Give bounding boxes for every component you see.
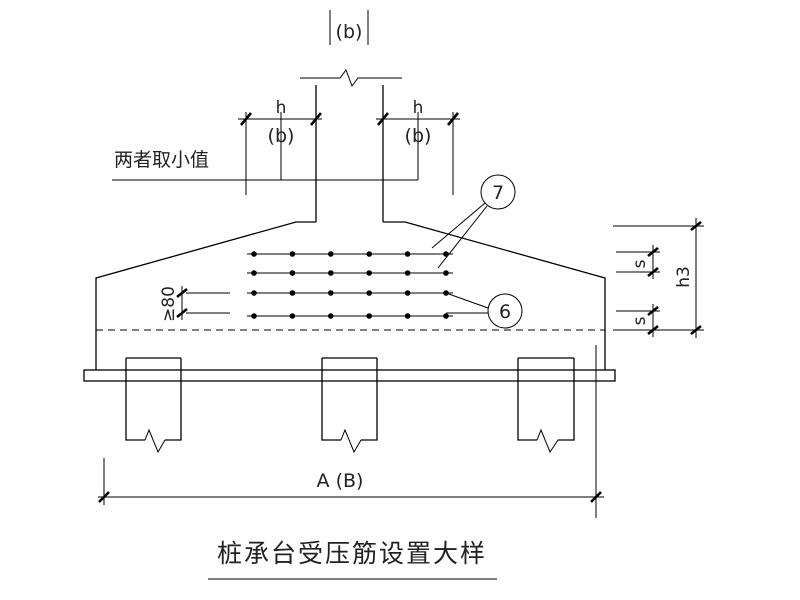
drawing-title: 桩承台受压筋设置大样: [217, 539, 487, 568]
rebar-dot: [366, 313, 373, 319]
column: [300, 10, 402, 222]
rebar-dots: [251, 251, 449, 319]
rebar-dot: [443, 270, 449, 276]
rebar-dot: [251, 290, 257, 296]
rebar-dot: [328, 313, 334, 319]
rebar-dot: [366, 290, 373, 296]
bar-mark-7: [431, 174, 516, 269]
h3-label: h3: [674, 266, 694, 288]
rebar-dot: [251, 270, 257, 276]
min-note-label: 两者取小值: [114, 149, 209, 171]
rebar-dot: [443, 313, 449, 319]
rebar-dot: [366, 251, 373, 257]
rebar-dot: [404, 313, 411, 319]
cushion-layer: [83, 369, 616, 382]
width-dimension: [98, 491, 604, 503]
bar-mark-6-label: 6: [499, 301, 511, 323]
left-h-label: h: [276, 98, 287, 118]
rebar-dot: [289, 313, 296, 319]
left-h-dimension: [238, 112, 322, 195]
pile-cap-outline: [95, 221, 606, 518]
rebar-dot: [328, 251, 334, 257]
right-side-dimensions: [613, 218, 704, 338]
column-width-label: (b): [336, 21, 363, 43]
left-b-label: (b): [268, 125, 295, 147]
pile-middle: [321, 357, 378, 454]
right-h-dimension: [376, 112, 460, 195]
rebar-dot: [289, 290, 296, 296]
rebar-dot: [404, 290, 411, 296]
rebar-dot: [289, 270, 296, 276]
rebar-dot: [251, 251, 257, 257]
rebar-dot: [328, 270, 334, 276]
rebar-dot: [366, 270, 373, 276]
rebar-dot: [328, 290, 334, 296]
width-label: A (B): [317, 470, 364, 492]
rebar-dot: [404, 251, 411, 257]
right-b-label: (b): [405, 125, 432, 147]
pile-right: [517, 357, 575, 454]
s-top-label: s: [630, 259, 650, 268]
pile-left: [125, 357, 182, 454]
s-bottom-label: s: [630, 316, 650, 325]
spacing-80-label: ≥80: [159, 286, 179, 322]
spacing-80-dimension: [176, 286, 230, 320]
rebar-dot: [251, 313, 257, 319]
rebar-layers: [247, 253, 453, 317]
bar-mark-6: [445, 292, 523, 329]
right-h-label: h: [413, 98, 424, 118]
rebar-dot: [289, 251, 296, 257]
rebar-dot: [404, 270, 411, 276]
bar-mark-7-label: 7: [492, 182, 504, 204]
